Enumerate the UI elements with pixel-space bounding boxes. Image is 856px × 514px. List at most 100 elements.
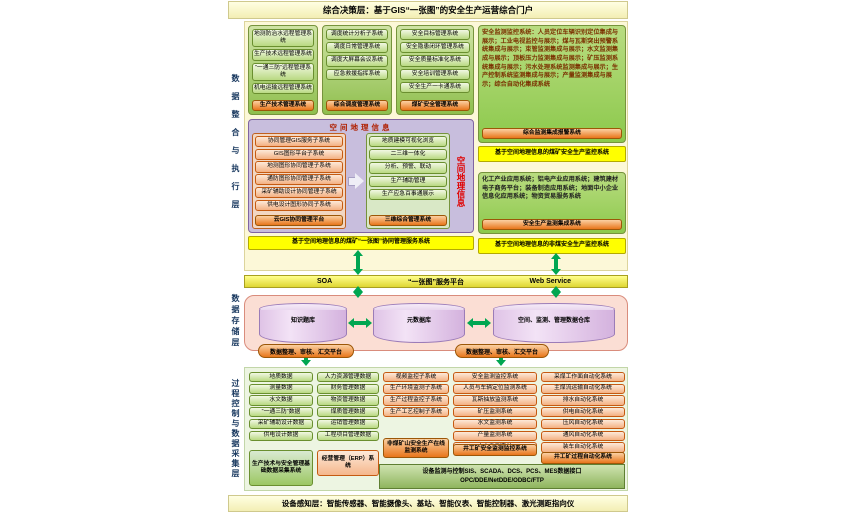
spatial-side-label: 空间地理信息 [456, 155, 466, 207]
warehouse-db-cylinder: 空间、监测、管理数据仓库 [493, 303, 615, 343]
system-pill: 分析、预警、联动 [369, 162, 447, 174]
gis-box-footer: 云GIS协同管理平台 [255, 214, 343, 226]
flow-arrow [550, 253, 562, 275]
knowledge-db-cylinder: 知识题库 [259, 303, 347, 343]
device-interface-bar: 设备监测与控制SIS、SCADA、DCS、PCS、MES数据接口 OPC/DDE… [379, 464, 625, 489]
system-pill: 机电运输远程管理系统 [252, 83, 314, 95]
system-pill: 视频监控子系统 [383, 372, 449, 383]
noncoal-online-footer: 非煤矿山安全生产在线监测系统 [383, 438, 449, 458]
data-pill: 运销管理数据 [317, 418, 379, 430]
system-pill: 生产过程监控子系统 [383, 395, 449, 406]
data-pill: “一通三防”数据 [249, 407, 313, 418]
data-pill: 供电设计数据 [249, 430, 313, 441]
system-pill: 二三维一体化 [369, 149, 447, 161]
metadata-db-cylinder: 元数据库 [373, 303, 465, 343]
cylinder-label: 空间、监测、管理数据仓库 [517, 318, 590, 324]
data-pill: 财务管理数据 [317, 383, 379, 394]
system-pill: 安全培训管理系统 [400, 68, 470, 80]
system-pill: GIS图形平台子系统 [255, 148, 343, 160]
layer-label-integration: 数据整合与执行层 [231, 74, 240, 218]
data-pill: 水文数据 [249, 395, 313, 406]
sync-arrow [467, 318, 491, 328]
safety-panel-footer: 煤矿安全管理系统 [400, 99, 470, 111]
process-layer-band: 地质数据 测量数据 水文数据 “一通三防”数据 采矿辅助设计数据 供电设计数据 … [244, 367, 628, 491]
noncoal-monitor-column: 视频监控子系统 生产环境监测子系统 生产过程监控子系统 生产工艺控制子系统 [383, 372, 449, 418]
system-pill: 水文监测系统 [453, 418, 537, 430]
system-pill: 调度日常管理系统 [326, 42, 388, 54]
flow-arrow [550, 286, 562, 298]
system-pill: 调度统计分析子系统 [326, 29, 388, 41]
tech-collection-footer: 生产技术与安全管理基础数据采集系统 [249, 450, 313, 486]
system-pill: 通防图形协同管理子系统 [255, 174, 343, 186]
system-pill: 生产技术远程管理系统 [252, 49, 314, 61]
flow-arrow [352, 286, 364, 298]
coal-safety-monitor-banner: 基于空间地理信息的煤矿安全生产监控系统 [478, 146, 626, 162]
right-arrow-icon [348, 171, 364, 191]
layer-label-storage: 数据存储层 [231, 293, 240, 349]
layer-label-process: 过程控制与数据采集层 [231, 379, 240, 479]
system-pill: 地测防治水远程管理系统 [252, 29, 314, 48]
system-pill: 产量监测系统 [453, 430, 537, 441]
soa-service-bar: SOA “一张图”服务平台 Web Service [244, 275, 628, 288]
system-pill: 应急救援指挥系统 [326, 68, 388, 80]
flow-arrow [352, 250, 364, 275]
soa-label: SOA [317, 278, 333, 285]
data-pill: 测量数据 [249, 383, 313, 394]
system-pill: 人员与车辆定位监测系统 [453, 383, 537, 394]
decision-layer-banner: 综合决策层：基于GIS“一张图”的安全生产运营综合门户 [228, 1, 628, 19]
spatial-geo-panel: 空间地理信息 协同管理GIS服务子系统 GIS图形平台子系统 地测图形协同管理子… [248, 119, 474, 233]
storage-layer-band: 知识题库 元数据库 空间、监测、管理数据仓库 [244, 295, 628, 351]
data-pill: 工程项目管理数据 [317, 430, 379, 441]
system-pill: 生产应急百事通展示 [369, 188, 447, 201]
monitor-panel-footer: 综合监测集成报警系统 [482, 127, 622, 139]
noncoal-industry-panel: 化工产业应用系统；铝电产业应用系统；建筑建材电子商务平台；装备制造应用系统；地面… [478, 172, 626, 234]
onemap-collab-banner: 基于空间地理信息的煤矿“一张图”协同管理服务系统 [248, 236, 474, 250]
system-pill: 地质建模可视化浏览 [369, 136, 447, 148]
cylinder-label: 元数据库 [406, 318, 431, 324]
data-pill: 采矿辅助设计数据 [249, 418, 313, 430]
safety-monitoring-panel: 安全监测监控系统：人员定位车辆识别定位集成与展示；工业电视监控与展示；煤与瓦斯突… [478, 25, 626, 143]
system-pill: 排水自动化系统 [541, 395, 625, 406]
system-pill: 生产辅助管理 [369, 175, 447, 187]
architecture-diagram: 综合决策层：基于GIS“一张图”的安全生产运营综合门户 数据整合与执行层 数据存… [228, 1, 628, 513]
data-pill: 物资管理数据 [317, 395, 379, 406]
data-exchange-platform: 数据整理、审核、汇交平台 [455, 344, 549, 358]
erp-data-column: 人力资源管理数据 财务管理数据 物资管理数据 煤质管理数据 运销管理数据 工程项… [317, 372, 379, 441]
data-pill: 人力资源管理数据 [317, 372, 379, 383]
industry-panel-footer: 安全生产监测集成系统 [482, 218, 622, 230]
mine-safety-footer: 井工矿安全监测监控系统 [453, 444, 537, 456]
safety-systems-panel: 安全目标管理系统 安全隐患闭环管理系统 安全质量标准化系统 安全培训管理系统 安… [396, 25, 474, 115]
visualization-box-footer: 三维综合管理系统 [369, 214, 447, 226]
system-pill: 生产工艺控制子系统 [383, 407, 449, 418]
system-pill: 采煤工作面自动化系统 [541, 372, 625, 383]
noncoal-industry-text: 化工产业应用系统；铝电产业应用系统；建筑建材电子商务平台；装备制造应用系统；地面… [482, 176, 619, 201]
system-pill: 调度大屏幕会议系统 [326, 55, 388, 67]
mine-safety-column: 安全监测监控系统 人员与车辆定位监测系统 瓦斯抽放监测系统 矿压监测系统 水文监… [453, 372, 537, 453]
perception-layer-title: 设备感知层：智能传感器、智能摄像头、基站、智能仪表、智能控制器、激光测距指向仪 [281, 499, 575, 508]
data-pill: 煤质管理数据 [317, 407, 379, 418]
integration-layer: 地测防治水远程管理系统 生产技术远程管理系统 “一通三防”远程管理系统 机电运输… [244, 21, 628, 271]
system-pill: 瓦斯抽放监测系统 [453, 395, 537, 406]
system-pill: 安全目标管理系统 [400, 29, 470, 41]
system-pill: 安全隐患闭环管理系统 [400, 42, 470, 54]
system-pill: 主煤流运输自动化系统 [541, 383, 625, 394]
tech-systems-panel: 地测防治水远程管理系统 生产技术远程管理系统 “一通三防”远程管理系统 机电运输… [248, 25, 318, 115]
system-pill: 供电设计图形协同子系统 [255, 199, 343, 211]
system-pill: 协同管理GIS服务子系统 [255, 136, 343, 148]
data-pill: 地质数据 [249, 372, 313, 383]
cylinder-label: 知识题库 [290, 318, 315, 324]
visualization-box: 地质建模可视化浏览 二三维一体化 分析、预警、联动 生产辅助管理 生产应急百事通… [366, 133, 450, 229]
tech-panel-footer: 生产技术管理系统 [252, 99, 314, 111]
perception-layer-banner: 设备感知层：智能传感器、智能摄像头、基站、智能仪表、智能控制器、激光测距指向仪 [228, 495, 628, 512]
noncoal-monitor-banner: 基于空间地理信息的非煤安全生产监控系统 [478, 238, 626, 254]
webservice-label: Web Service [529, 278, 571, 285]
automation-footer: 井工矿过程自动化系统 [541, 452, 625, 464]
system-pill: 地测图形协同管理子系统 [255, 161, 343, 173]
system-pill: 安全生产一卡通系统 [400, 81, 470, 94]
dispatch-systems-panel: 调度统计分析子系统 调度日常管理系统 调度大屏幕会议系统 应急救援指挥系统 综合… [322, 25, 392, 115]
system-pill: 生产环境监测子系统 [383, 383, 449, 394]
data-exchange-platform: 数据整理、审核、汇交平台 [258, 344, 354, 358]
system-pill: 矿压监测系统 [453, 407, 537, 418]
system-pill: 安全监测监控系统 [453, 372, 537, 383]
